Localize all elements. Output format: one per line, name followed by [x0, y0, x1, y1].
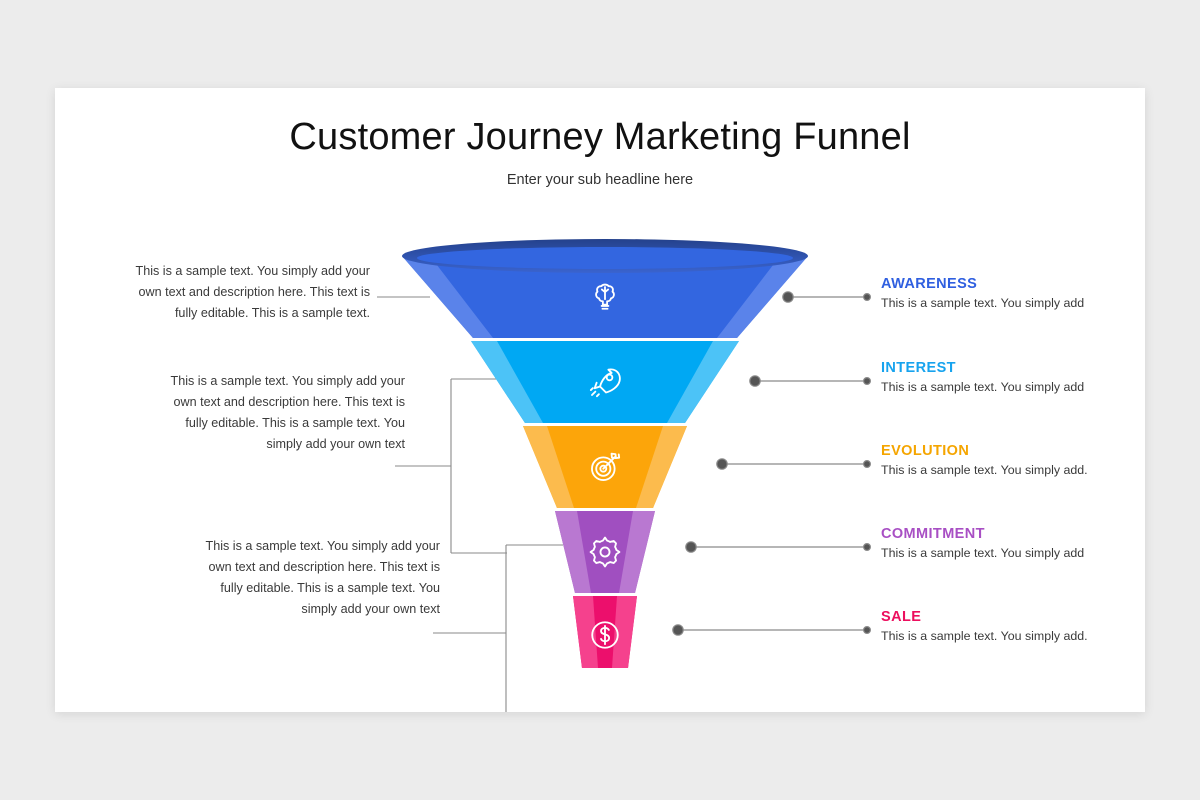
right-callout-description: This is a sample text. You simply add [881, 380, 1085, 394]
right-callout-title: AWARENESS [881, 276, 978, 292]
right-callout-description: This is a sample text. You simply add. [881, 629, 1088, 643]
right-callout-sale[interactable]: SALE This is a sample text. You simply a… [881, 609, 1121, 645]
right-callout-title: EVOLUTION [881, 443, 970, 459]
right-callout-description: This is a sample text. You simply add [881, 296, 1085, 310]
right-callout-evolution[interactable]: EVOLUTION This is a sample text. You sim… [881, 443, 1121, 479]
right-callout-awareness[interactable]: AWARENESS This is a sample text. You sim… [881, 276, 1121, 312]
right-callout-title: COMMITMENT [881, 526, 985, 542]
left-callout-text-3: This is a sample text. You simply add yo… [205, 539, 441, 616]
right-callout-description: This is a sample text. You simply add. [881, 463, 1088, 477]
funnel-graphic [385, 228, 825, 668]
funnel-stage-awareness[interactable] [402, 239, 808, 338]
funnel-stage-commitment[interactable] [555, 511, 655, 593]
page-title: Customer Journey Marketing Funnel [289, 116, 911, 158]
funnel-stage-evolution[interactable] [523, 426, 687, 508]
left-callout-text-2: This is a sample text. You simply add yo… [170, 374, 406, 451]
right-callout-description: This is a sample text. You simply add [881, 546, 1085, 560]
right-callout-title: SALE [881, 609, 922, 625]
left-callout-text-1: This is a sample text. You simply add yo… [135, 264, 371, 320]
page-subtitle: Enter your sub headline here [506, 172, 694, 188]
funnel-stage-interest[interactable] [471, 341, 739, 423]
right-callout-interest[interactable]: INTEREST This is a sample text. You simp… [881, 360, 1121, 396]
slide-canvas: Customer Journey Marketing Funnel Enter … [55, 88, 1145, 712]
right-callout-commitment[interactable]: COMMITMENT This is a sample text. You si… [881, 526, 1121, 562]
funnel-stage-sale[interactable] [573, 596, 637, 668]
right-callout-title: INTEREST [881, 360, 956, 376]
